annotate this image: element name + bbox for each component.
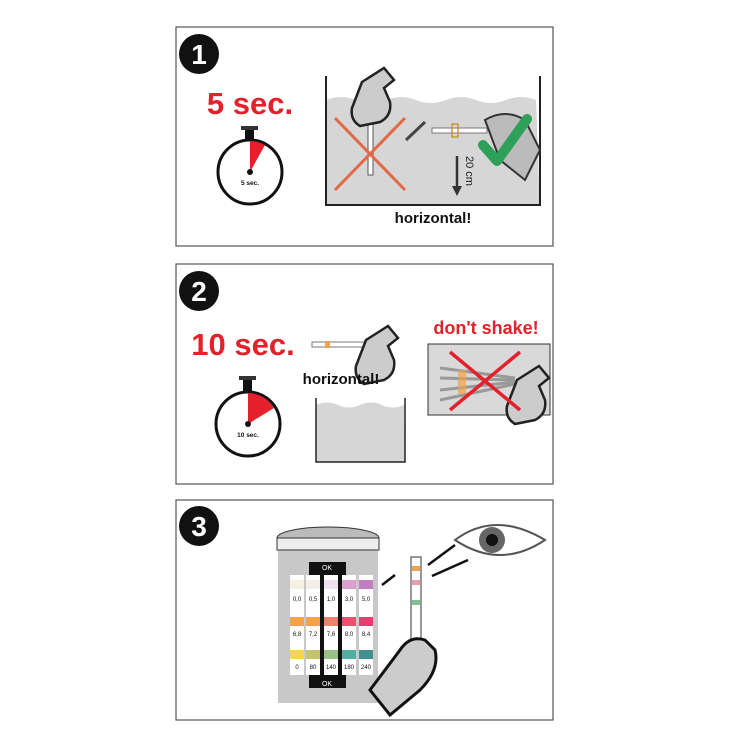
chart-value: 8,4 [362,632,371,638]
step-3-panel: 3 OK OK 0,0 6,8 0 0,5 7,2 80 1,0 7,6 140 3,0 8,0 18… [175,499,554,721]
color-swatch [324,580,338,589]
eye-icon [453,524,547,556]
stopwatch-label: 10 sec. [237,432,259,439]
chart-value: 3,0 [345,597,354,603]
color-swatch [306,617,320,626]
ok-label-top: OK [322,565,332,572]
color-swatch [290,650,304,659]
chart-value: 7,6 [327,632,336,638]
chart-value: 80 [310,665,317,671]
warning-text: don't shake! [433,318,538,338]
chart-value: 0,0 [293,597,302,603]
chart-value: 6,8 [293,632,302,638]
step-2-panel: 2 10 sec. 10 sec. horizontal! don't shak… [175,263,554,485]
color-swatch [342,650,356,659]
duration-text: 10 sec. [191,327,294,362]
color-swatch [306,580,320,589]
ok-label-bottom: OK [322,681,332,688]
color-swatch [324,650,338,659]
depth-label: 20 cm [463,156,475,186]
stopwatch-icon: 10 sec. [214,376,282,458]
test-strip-canister: OK OK 0,0 6,8 0 0,5 7,2 80 1,0 7,6 140 3,0 8,0 180 5… [276,526,380,703]
color-swatch [342,580,356,589]
arrow-down-icon [452,186,462,196]
chart-value: 140 [326,665,337,671]
chart-value: 7,2 [309,632,318,638]
arrow-icon [427,543,456,567]
color-swatch [290,580,304,589]
color-swatch [359,580,373,589]
step-number: 1 [191,39,207,70]
water-tank [315,398,406,463]
stopwatch-label: 5 sec. [241,180,259,187]
color-swatch [342,617,356,626]
chart-value: 1,0 [327,597,336,603]
depth-indicator: 20 cm [452,156,475,196]
chart-value: 5,0 [362,597,371,603]
instruction-text: horizontal! [303,371,380,388]
color-swatch [359,617,373,626]
correct-horizontal-strip [431,113,542,182]
wrong-vertical-strip [333,66,407,192]
arrow-icon [404,120,427,142]
color-swatch [359,650,373,659]
arrow-icon [431,558,469,578]
horizontal-strip [311,324,400,386]
stopwatch-icon: 5 sec. [216,126,284,206]
hand-icon [368,637,438,718]
color-swatch [324,617,338,626]
color-swatch [290,617,304,626]
chart-value: 0,5 [309,597,318,603]
chart-value: 0 [295,665,299,671]
step-number: 3 [191,511,207,542]
step-1-panel: 1 5 sec. 5 sec. [175,26,554,247]
color-swatch [306,650,320,659]
duration-text: 5 sec. [207,86,293,121]
step-number: 2 [191,276,207,307]
checkmark-icon [478,114,532,166]
step-number-badge [179,34,219,74]
chart-value: 8,0 [345,632,354,638]
dont-shake-illustration [427,343,551,426]
chart-value: 240 [361,665,372,671]
arrow-icon [381,574,396,586]
chart-value: 180 [344,665,355,671]
instruction-text: horizontal! [395,210,472,227]
